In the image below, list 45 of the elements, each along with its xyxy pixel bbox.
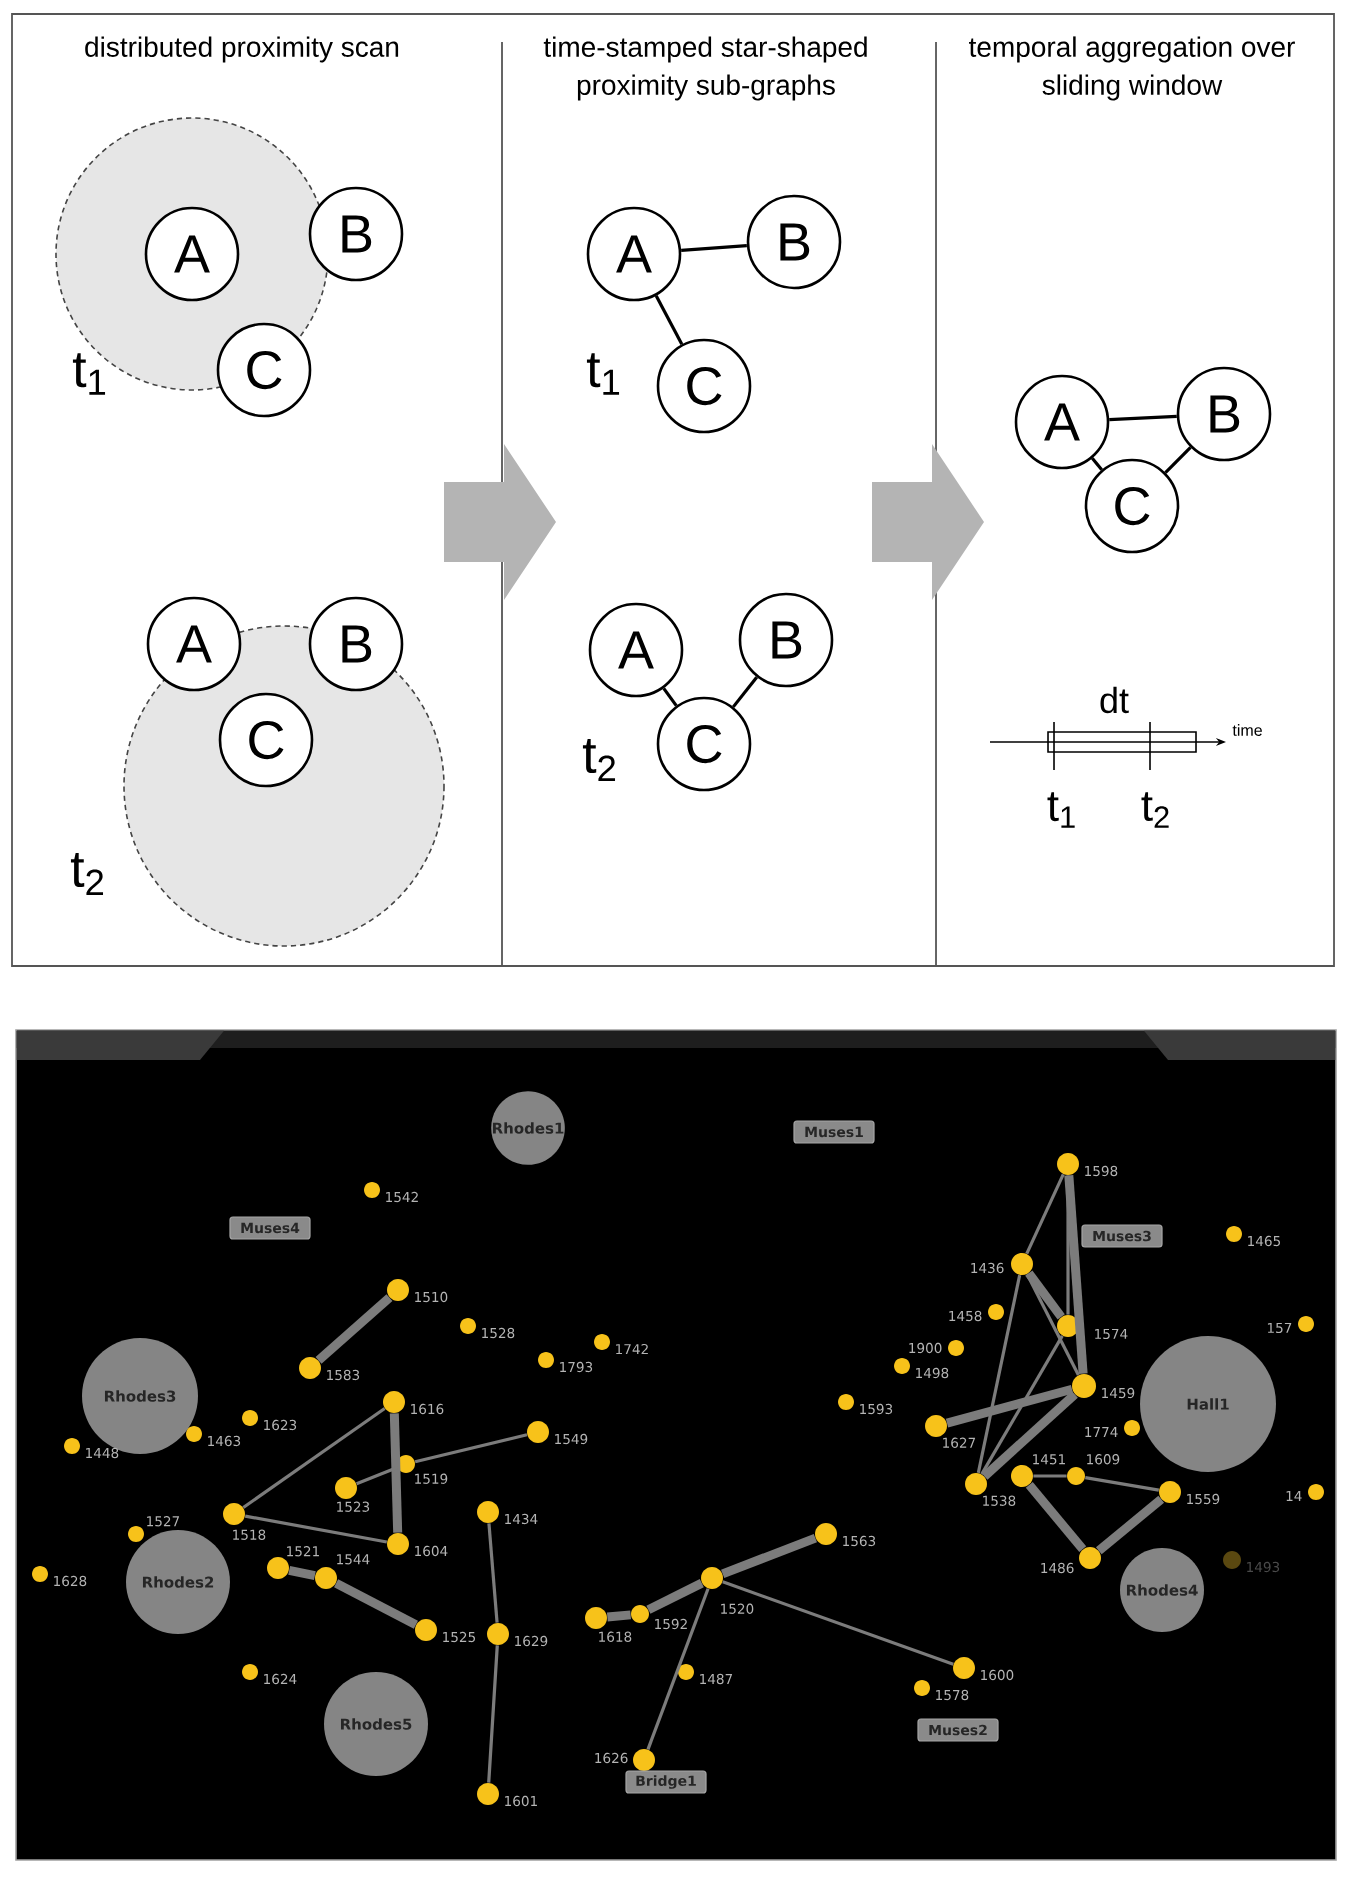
- link-line: [1085, 1476, 1160, 1492]
- tick-label: t$_{2}$: [1141, 792, 1169, 828]
- link-line: [1091, 457, 1103, 471]
- time-step-label: t$_{2}$: [582, 739, 615, 781]
- link-line: [1033, 1474, 1067, 1478]
- link-line: [681, 243, 747, 253]
- link-line: [1064, 1175, 1088, 1374]
- link-line: [1025, 1481, 1087, 1553]
- link-line: [1025, 1173, 1065, 1255]
- link-line: [389, 1413, 403, 1533]
- link-line: [662, 687, 678, 707]
- link-line: [606, 1610, 632, 1622]
- link-line: [1109, 414, 1177, 422]
- link-line: [315, 1294, 393, 1364]
- time-step-label: t$_{1}$: [72, 353, 106, 395]
- axis-label: time: [1232, 724, 1262, 736]
- time-step-label: t$_{1}$: [586, 353, 620, 395]
- column-heading: distributed proximity scan: [85, 36, 399, 63]
- link-line: [980, 1335, 1064, 1475]
- link-line: [244, 1514, 388, 1544]
- link-line: [1025, 1273, 1080, 1376]
- link-line: [722, 1580, 954, 1666]
- link-line: [356, 1466, 398, 1486]
- tick-label: t$_{1}$: [1047, 792, 1075, 828]
- link-line: [288, 1565, 316, 1581]
- column-heading: time-stamped star-shaped proximity sub-graphs: [543, 36, 867, 101]
- link-line: [242, 1407, 386, 1509]
- link-line: [721, 1533, 817, 1579]
- link-line: [487, 1645, 499, 1783]
- link-line: [334, 1579, 418, 1629]
- link-line: [1025, 1270, 1065, 1320]
- link-line: [732, 676, 758, 708]
- link-line: [1164, 446, 1192, 474]
- link-line: [414, 1433, 528, 1464]
- time-step-label: t$_{2}$: [70, 853, 103, 895]
- link-line: [976, 1274, 1022, 1474]
- column-heading: temporal aggregation over sliding window: [969, 36, 1295, 101]
- link-line: [487, 1523, 499, 1623]
- link-line: [646, 1579, 704, 1614]
- window-label: dt: [1100, 686, 1129, 714]
- link-line: [1066, 1175, 1070, 1315]
- link-line: [1095, 1495, 1165, 1555]
- link-line: [654, 295, 684, 345]
- link-line: [981, 1391, 1078, 1480]
- link-line: [945, 1384, 1074, 1428]
